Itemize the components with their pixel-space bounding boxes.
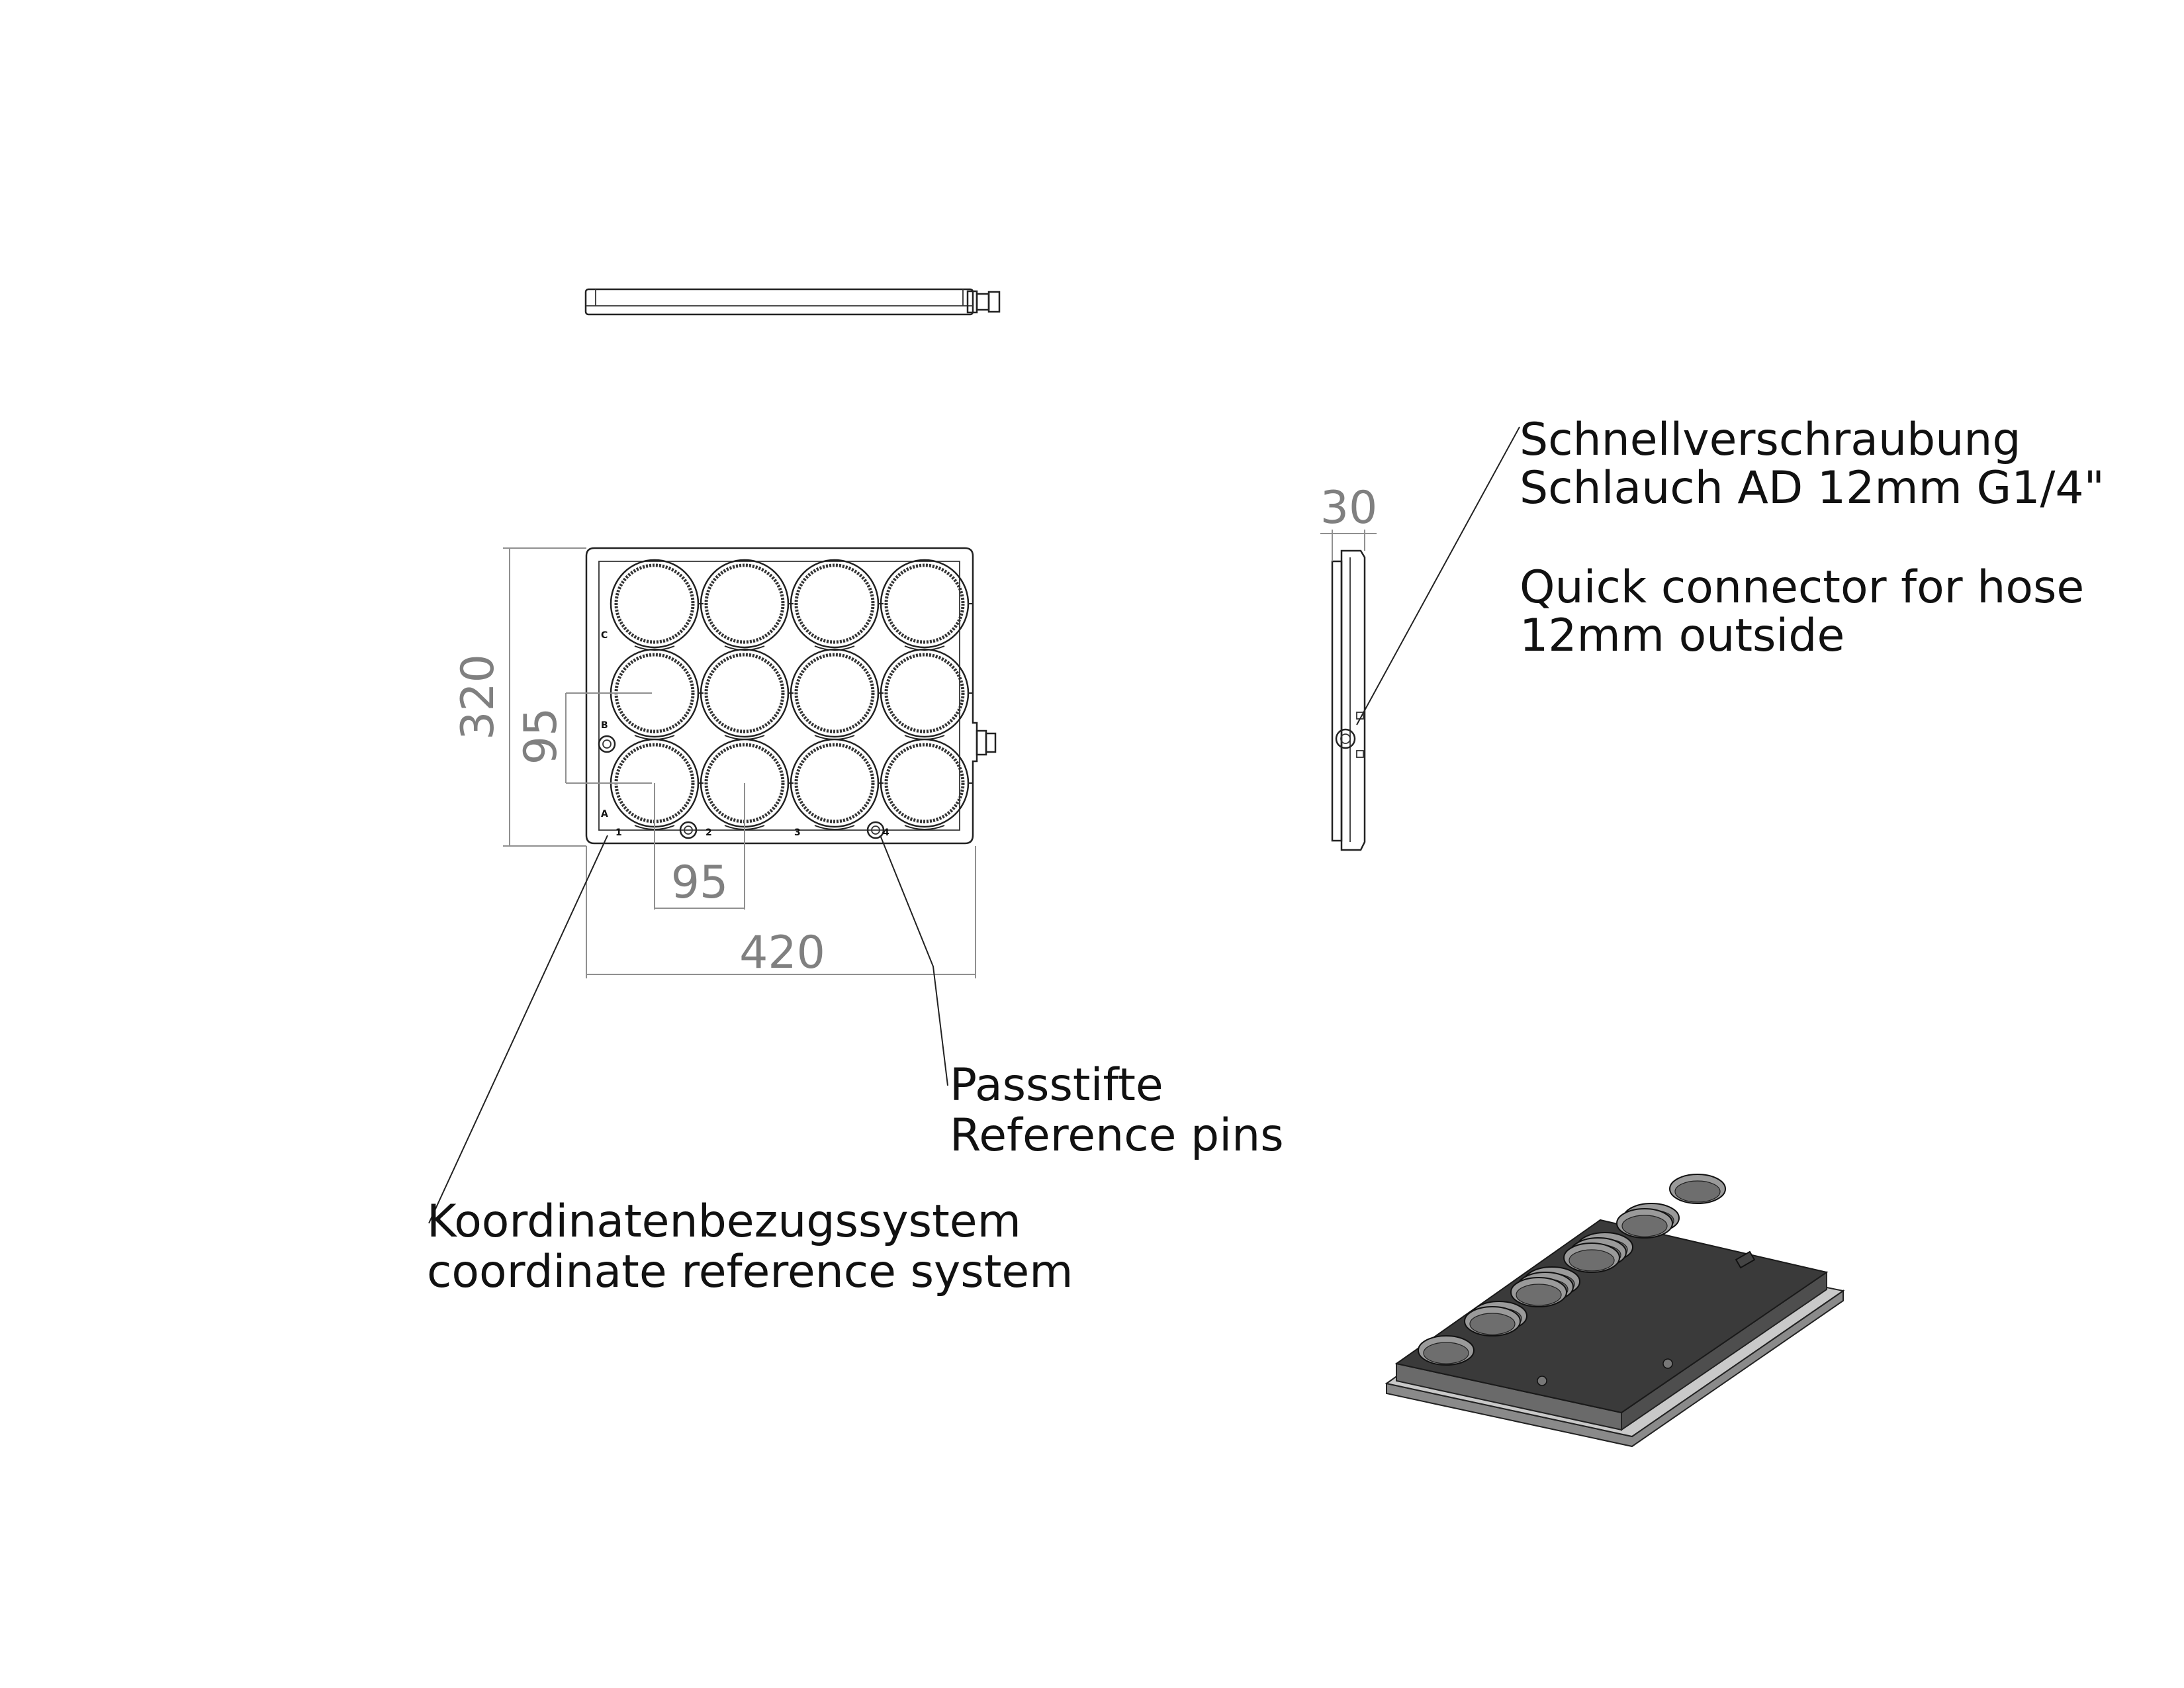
iso-connector: [1735, 1250, 1756, 1269]
dimension-pitch-horizontal: 95: [654, 783, 745, 910]
dimension-pitch-horizontal-value: 95: [671, 857, 729, 909]
label-coord-en: coordinate reference system: [427, 1246, 1073, 1298]
isometric-view: [1385, 1174, 1845, 1448]
dimension-width: 420: [586, 846, 976, 979]
leader-coordinate-system: [428, 835, 608, 1224]
row-marker-a: A: [601, 809, 608, 820]
dimension-width-value: 420: [739, 927, 825, 979]
column-marker-4: 4: [883, 827, 889, 838]
column-marker-1: 1: [615, 827, 622, 838]
label-pins-en: Reference pins: [950, 1109, 1284, 1162]
iso-well-floor-1-1: [1423, 1342, 1469, 1364]
leader-connector: [1356, 426, 1520, 726]
well-grid: [610, 559, 974, 830]
dimension-height-value: 320: [452, 654, 504, 740]
well-3-1: [610, 738, 704, 830]
iso-well-floor-3-1: [1516, 1284, 1562, 1306]
iso-well-floor-3-4: [1674, 1180, 1721, 1203]
dimension-pitch-vertical: 95: [515, 692, 652, 784]
label-connector-en: Quick connector for hose: [1520, 561, 2084, 614]
column-marker-3: 3: [794, 827, 801, 838]
well-2-3: [790, 648, 884, 740]
well-1-3: [790, 559, 884, 651]
well-2-2: [700, 648, 794, 740]
label-connector-en-2: 12mm outside: [1520, 610, 1844, 662]
label-connector-de: Schnellverschraubung: [1520, 414, 2021, 466]
row-marker-c: C: [601, 630, 608, 641]
row-marker-b: B: [601, 720, 608, 731]
dimension-thickness: 30: [1320, 482, 1378, 561]
top-profile-view: [584, 288, 1001, 316]
label-connector-de-2: Schlauch AD 12mm G1/4": [1520, 462, 2105, 514]
well-2-1: [610, 648, 704, 740]
well-1-4: [880, 559, 974, 651]
reference-pin-left: [598, 735, 616, 753]
leader-reference-pins: [880, 835, 948, 1086]
reference-pin-bottom-2: [679, 821, 698, 839]
label-coord-de: Koordinatenbezugssystem: [427, 1196, 1021, 1248]
iso-pin-2: [1662, 1358, 1673, 1369]
well-1-2: [700, 559, 794, 651]
iso-well-floor-2-1: [1469, 1313, 1516, 1335]
side-view: [1331, 549, 1366, 851]
iso-well-floor-3-3: [1621, 1215, 1668, 1237]
iso-block-top: [1394, 1219, 1829, 1414]
dimension-pitch-vertical-value: 95: [515, 708, 567, 765]
dimension-thickness-value: 30: [1320, 482, 1378, 534]
iso-well-grid: [1418, 1174, 1726, 1366]
plan-view: C B A 1 2 3 4: [585, 547, 997, 845]
iso-pin-1: [1537, 1376, 1547, 1386]
well-3-4: [880, 738, 974, 830]
well-1-1: [610, 559, 704, 651]
well-3-2: [700, 738, 794, 830]
dimension-height: 320: [452, 547, 586, 847]
well-3-3: [790, 738, 884, 830]
iso-well-floor-3-2: [1569, 1249, 1615, 1272]
column-marker-2: 2: [705, 827, 712, 838]
reference-pin-bottom-4: [866, 821, 885, 839]
label-pins-de: Passstifte: [950, 1059, 1163, 1111]
